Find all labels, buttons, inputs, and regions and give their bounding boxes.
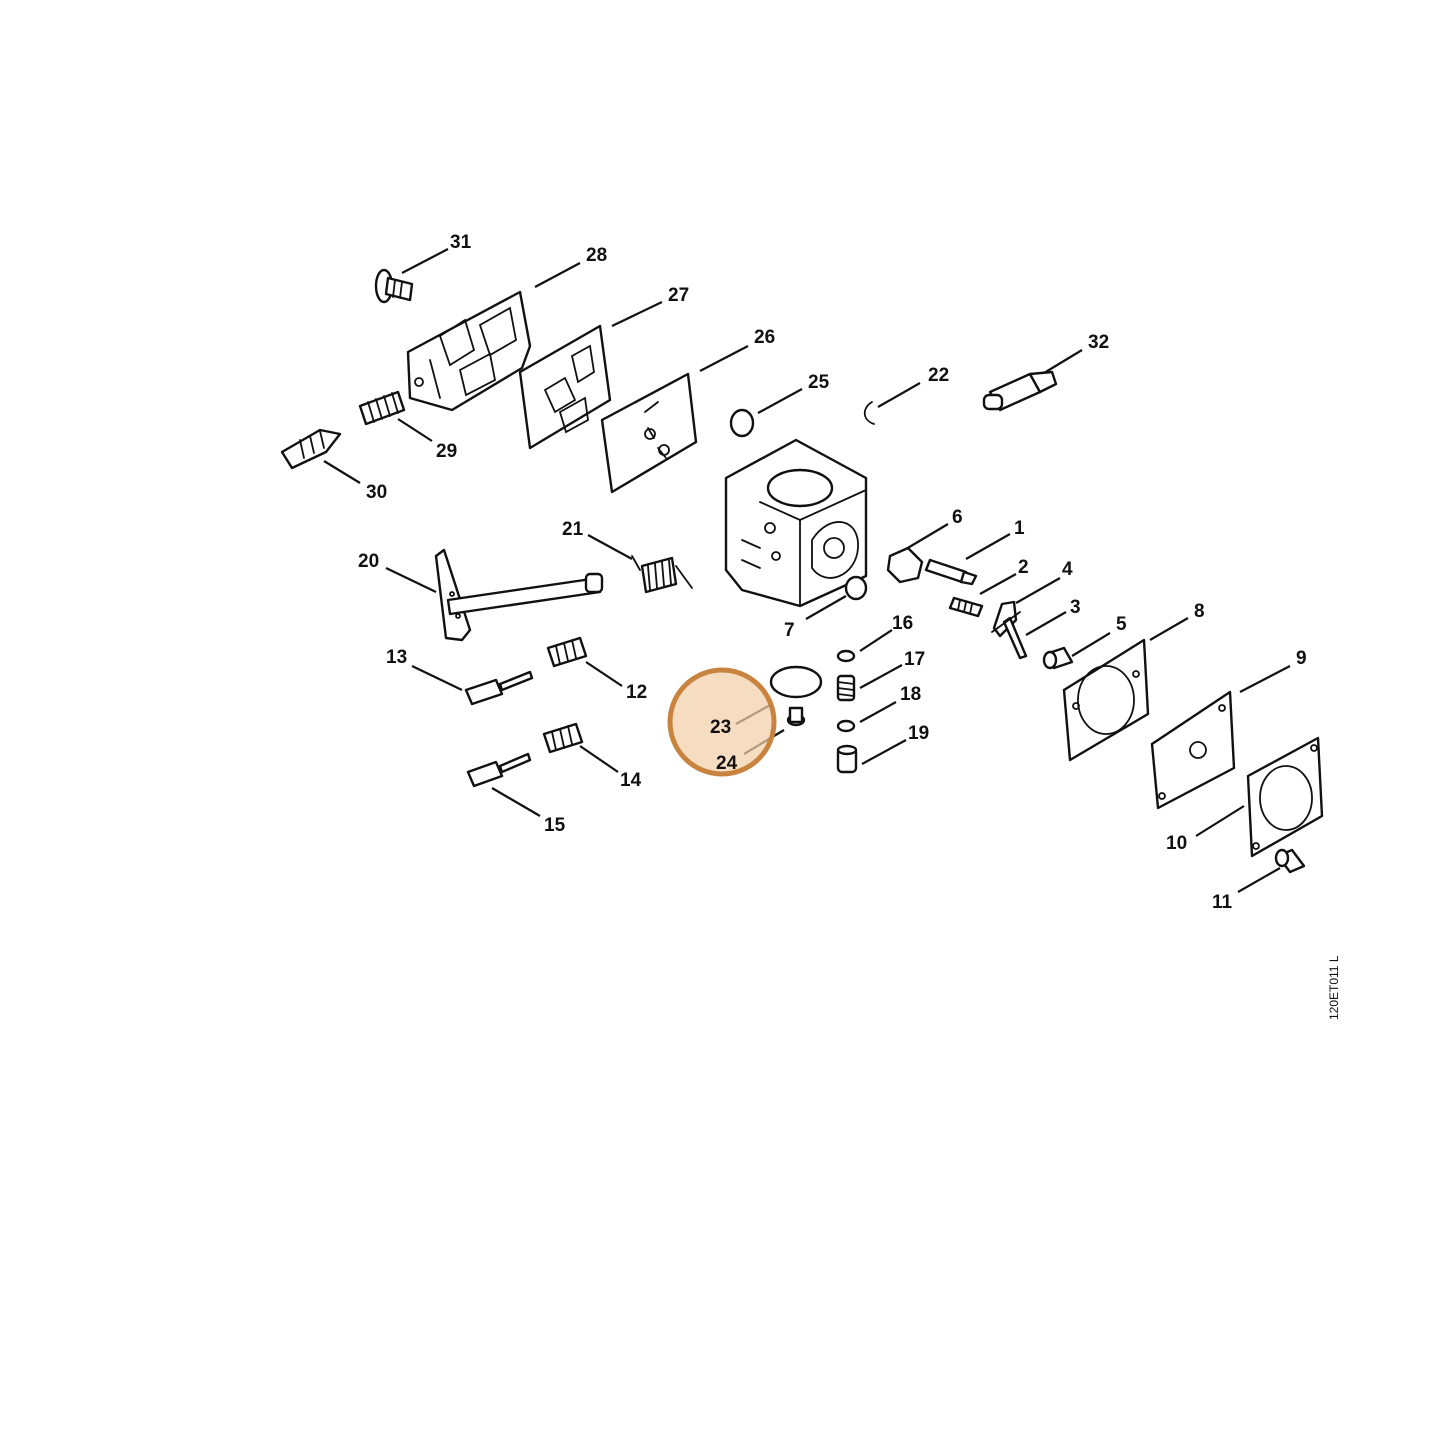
- callout-32[interactable]: 32: [1088, 332, 1109, 353]
- callout-20[interactable]: 20: [358, 551, 379, 572]
- part-18-washer: [836, 719, 856, 733]
- part-26-gasket: [600, 372, 698, 494]
- part-6-inlet-fitting: [886, 546, 924, 584]
- part-25-plug: [729, 408, 755, 438]
- callout-14[interactable]: 14: [620, 770, 642, 791]
- callout-22[interactable]: 22: [928, 365, 949, 386]
- part-15-adjusting-screw: [466, 752, 532, 788]
- callout-10[interactable]: 10: [1166, 833, 1187, 854]
- callout-27[interactable]: 27: [668, 285, 689, 306]
- callout-31[interactable]: 31: [450, 232, 472, 253]
- callout-3[interactable]: 3: [1070, 597, 1081, 618]
- callout-4[interactable]: 4: [1062, 559, 1073, 580]
- part-22-e-clip: [863, 401, 875, 425]
- callout-24[interactable]: 24: [716, 753, 738, 774]
- part-30-adjusting-screw: [280, 428, 342, 470]
- part-7-o-ring: [844, 575, 868, 601]
- drawing-code: 120ET011 L: [1327, 955, 1341, 1020]
- callout-2[interactable]: 2: [1018, 557, 1029, 578]
- callout-30[interactable]: 30: [366, 482, 387, 503]
- part-14-spring: [542, 722, 584, 754]
- part-8-gasket: [1062, 638, 1150, 762]
- callout-16[interactable]: 16: [892, 613, 913, 634]
- callout-7[interactable]: 7: [784, 620, 795, 641]
- callout-26[interactable]: 26: [754, 327, 775, 348]
- part-20-throttle-shaft: [434, 548, 604, 642]
- callout-8[interactable]: 8: [1194, 601, 1205, 622]
- part-23-plate: [769, 665, 823, 699]
- callout-21[interactable]: 21: [562, 519, 584, 540]
- callout-13[interactable]: 13: [386, 647, 407, 668]
- callout-18[interactable]: 18: [900, 684, 921, 705]
- callout-11[interactable]: 11: [1212, 892, 1233, 913]
- part-27-diaphragm: [518, 324, 612, 450]
- callout-6[interactable]: 6: [952, 507, 963, 528]
- part-2-spring: [948, 596, 984, 618]
- callout-25[interactable]: 25: [808, 372, 830, 393]
- part-4-metering-lever: [991, 600, 1028, 660]
- callout-23[interactable]: 23: [710, 717, 731, 738]
- part-29-spring: [358, 390, 406, 426]
- part-1-inlet-needle: [924, 558, 978, 586]
- part-11-screw: [1274, 848, 1306, 874]
- part-32-fitting: [982, 370, 1058, 412]
- callout-29[interactable]: 29: [436, 441, 457, 462]
- part-24-screw: [786, 706, 806, 727]
- callout-9[interactable]: 9: [1296, 648, 1307, 669]
- part-17-spring: [836, 674, 856, 702]
- part-10-cover: [1246, 736, 1324, 858]
- callout-19[interactable]: 19: [908, 723, 929, 744]
- part-16-washer: [836, 649, 856, 663]
- part-21-spring: [631, 555, 693, 594]
- carburetor-body: [724, 438, 868, 608]
- part-9-metering-diaphragm: [1150, 690, 1236, 810]
- callout-1[interactable]: 1: [1014, 518, 1025, 539]
- part-28-pump-cover: [406, 290, 532, 412]
- part-5-screw: [1042, 646, 1074, 670]
- callout-labels: 31 28 27 26 25 22 32 29 30 21 20 6 1 2 4…: [358, 232, 1307, 913]
- part-13-adjusting-screw: [464, 670, 534, 706]
- part-12-spring: [546, 636, 588, 668]
- callout-28[interactable]: 28: [586, 245, 607, 266]
- callout-17[interactable]: 17: [904, 649, 925, 670]
- highlight-circle: [667, 667, 777, 777]
- callout-15[interactable]: 15: [544, 815, 566, 836]
- part-31-screw: [374, 268, 414, 304]
- callout-12[interactable]: 12: [626, 682, 647, 703]
- part-19-nozzle: [836, 744, 858, 774]
- callout-5[interactable]: 5: [1116, 614, 1127, 635]
